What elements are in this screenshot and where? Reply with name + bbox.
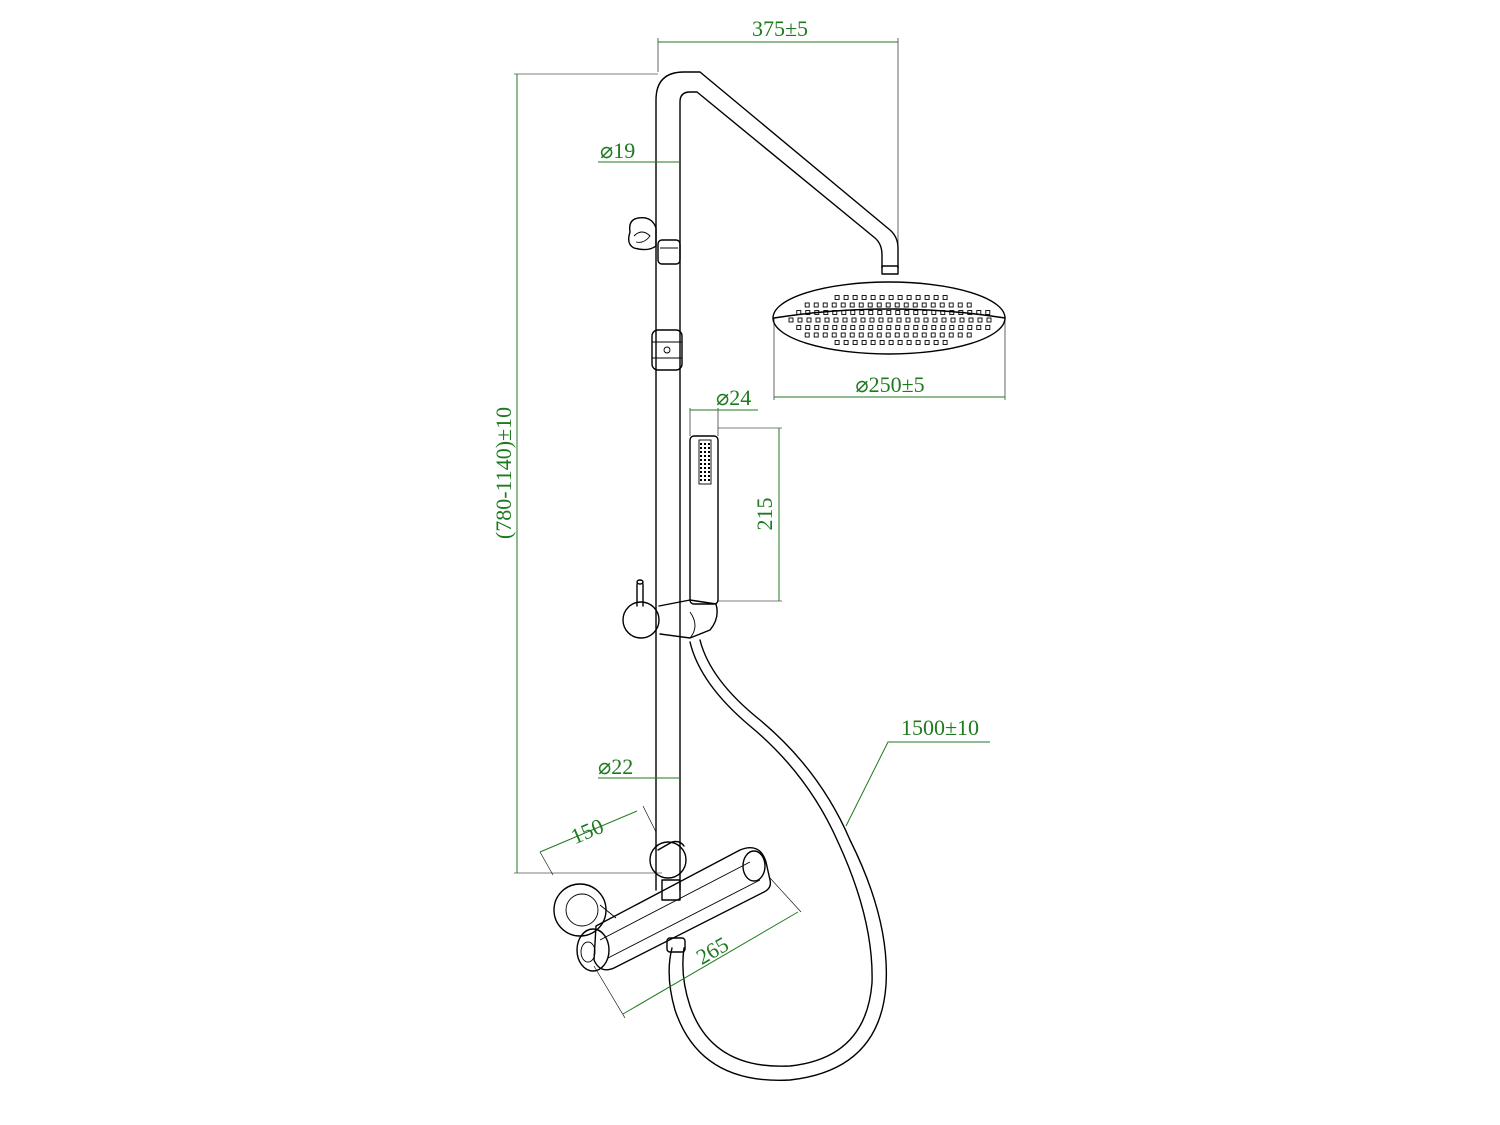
- rain-shower-head: [772, 281, 1006, 355]
- slide-bracket: [651, 329, 683, 371]
- dim-pipe-upper-diameter: ⌀19: [600, 138, 635, 163]
- upper-bracket: [627, 217, 681, 265]
- hand-shower-holder: [622, 579, 718, 639]
- dim-arm-projection: 375±5: [752, 16, 808, 41]
- shower-hose: [666, 639, 888, 1081]
- hand-shower-nozzles: [700, 443, 710, 481]
- dim-wall-offset: 150: [567, 813, 607, 849]
- dim-column-height: (780-1140)±10: [491, 407, 516, 539]
- dim-handshower-length: 215: [752, 498, 777, 531]
- shower-head-nozzles: [788, 295, 992, 345]
- dim-mixer-width: 265: [692, 931, 733, 969]
- dim-head-diameter: ⌀250±5: [855, 372, 924, 397]
- dim-handshower-diameter: ⌀24: [716, 385, 751, 410]
- dim-hose-length: 1500±10: [901, 715, 979, 740]
- hand-shower: [689, 435, 719, 605]
- dim-pipe-lower-diameter: ⌀22: [598, 754, 633, 779]
- shower-rail: [655, 71, 899, 891]
- thermostatic-mixer: [553, 840, 772, 972]
- dimension-lines: [514, 38, 1006, 1019]
